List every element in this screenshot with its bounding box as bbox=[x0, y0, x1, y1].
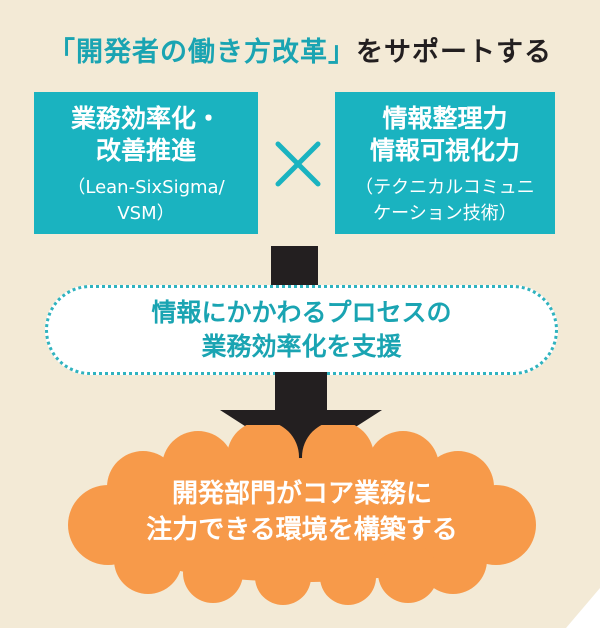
page-corner bbox=[566, 588, 600, 628]
right-box: 情報整理力 情報可視化力 （テクニカルコミュニ ケーション技術） bbox=[335, 92, 555, 234]
right-box-line4: ケーション技術） bbox=[373, 203, 517, 224]
result-line2: 注力できる環境を構築する bbox=[146, 515, 458, 545]
result-line1: 開発部門がコア業務に bbox=[171, 479, 432, 509]
left-box-line1: 業務効率化・ bbox=[70, 104, 221, 133]
left-box-line3: （Lean-SixSigma/ bbox=[67, 177, 225, 198]
times-icon bbox=[275, 141, 321, 187]
diagram-title: 「開発者の働き方改革」をサポートする bbox=[0, 30, 600, 69]
title-highlight: 「開発者の働き方改革」 bbox=[48, 37, 356, 68]
left-box: 業務効率化・ 改善推進 （Lean-SixSigma/ VSM） bbox=[34, 92, 258, 234]
middle-line1: 情報にかかわるプロセスの bbox=[151, 298, 452, 327]
middle-line2: 業務効率化を支援 bbox=[201, 332, 402, 361]
cloud-shape bbox=[68, 425, 536, 605]
right-box-line3: （テクニカルコミュニ bbox=[355, 177, 535, 198]
right-box-line1: 情報整理力 bbox=[382, 104, 508, 133]
title-rest: をサポートする bbox=[356, 37, 552, 68]
down-arrow-icon bbox=[220, 372, 382, 462]
left-box-line2: 改善推進 bbox=[95, 136, 196, 165]
right-box-line2: 情報可視化力 bbox=[369, 136, 520, 165]
left-box-line4: VSM） bbox=[117, 203, 175, 224]
